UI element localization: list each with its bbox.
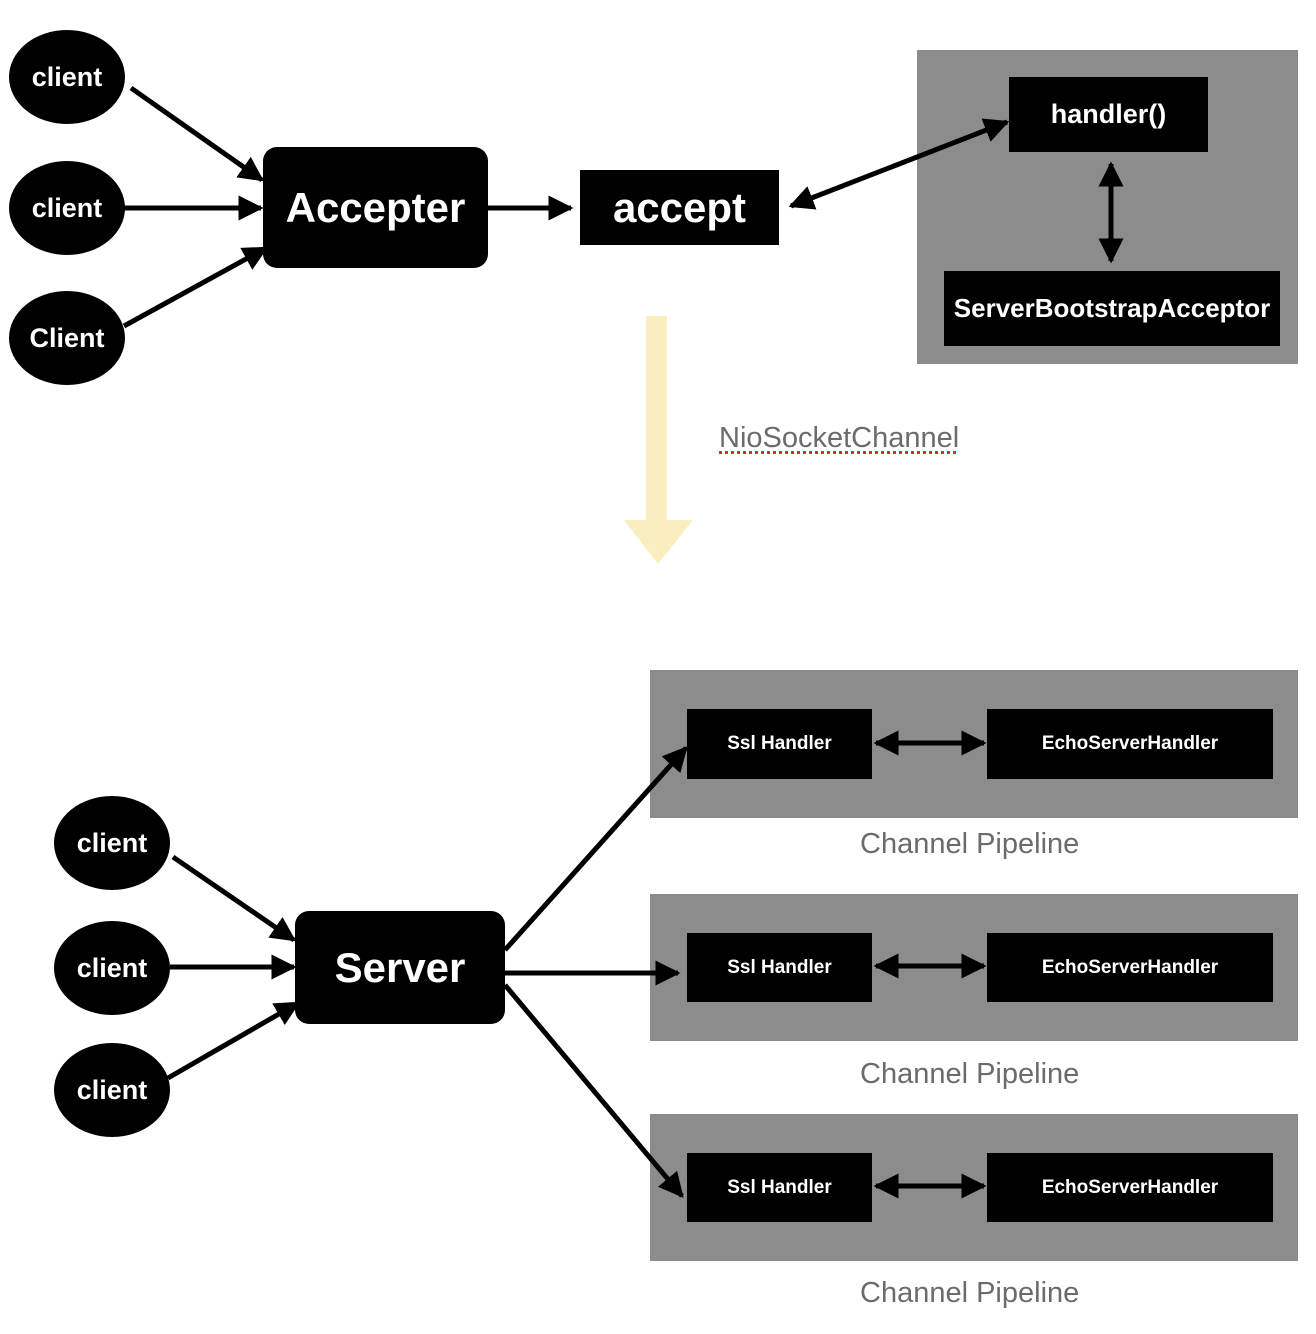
ssl-handler-2: Ssl Handler [687, 933, 872, 1002]
pipeline-label-3: Channel Pipeline [860, 1277, 1080, 1309]
echo-server-handler-3: EchoServerHandler [987, 1153, 1273, 1222]
accept-node: accept [580, 170, 779, 245]
arrow-accept-handler [788, 118, 1010, 210]
pipeline-label-2: Channel Pipeline [860, 1058, 1080, 1090]
arrow-server-pipeline3 [503, 983, 684, 1198]
handler-node: handler() [1009, 77, 1208, 152]
client-node-3: Client [9, 291, 125, 385]
arrow-sclient3-server [166, 1000, 301, 1081]
bootstrap-acceptor-node: ServerBootstrapAcceptor [944, 271, 1280, 346]
server-client-node-3: client [54, 1043, 170, 1137]
niosocketchannel-label: NioSocketChannel [719, 422, 960, 454]
arrow-server-pipeline1 [503, 746, 688, 952]
accepter-node: Accepter [263, 147, 488, 268]
arrow-sclient1-server [171, 854, 297, 943]
pipeline-label-1: Channel Pipeline [860, 828, 1080, 860]
flow-arrow-down [624, 316, 693, 564]
arrow-client3-accepter [122, 245, 269, 329]
echo-server-handler-2: EchoServerHandler [987, 933, 1273, 1002]
ssl-handler-3: Ssl Handler [687, 1153, 872, 1222]
client-node-2: client [9, 161, 125, 255]
server-node: Server [295, 911, 505, 1024]
ssl-handler-1: Ssl Handler [687, 709, 872, 779]
server-client-node-1: client [54, 796, 170, 890]
echo-server-handler-1: EchoServerHandler [987, 709, 1273, 779]
server-client-node-2: client [54, 921, 170, 1015]
arrow-client1-accepter [129, 85, 265, 183]
client-node-1: client [9, 30, 125, 124]
